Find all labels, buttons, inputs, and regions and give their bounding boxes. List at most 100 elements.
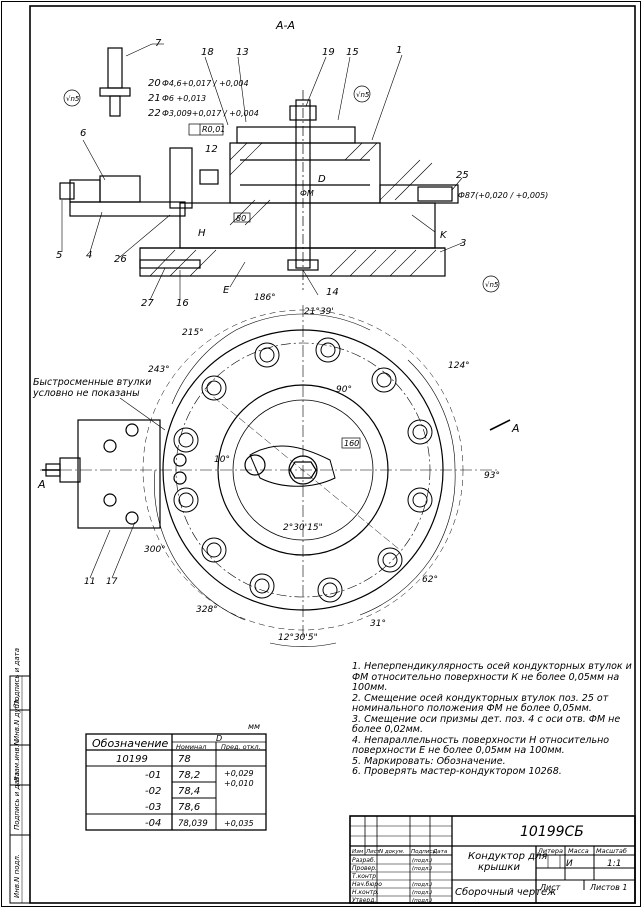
hdr-litera: Литера — [537, 847, 563, 855]
callout-3: 3 — [460, 238, 466, 249]
note-4: 4. Непараллельность поверхности Н относи… — [352, 734, 610, 756]
callout-H: H — [198, 228, 206, 239]
dev-group-lower: +0,010 — [224, 779, 254, 788]
section-mark-a-left: А — [37, 478, 46, 491]
callout-D: D — [318, 174, 326, 185]
podl-5: (подл.) — [412, 898, 432, 904]
plan-labels: 186° 21°39' 215° 243° 90° 124° 93° 62° 3… — [32, 293, 520, 643]
title-line-2: крышки — [478, 862, 520, 873]
hdr-list: Лист — [365, 849, 381, 855]
callout-26: 26 — [114, 254, 127, 265]
role-tkontr: Т.контр. — [352, 873, 378, 880]
stamp-inv-podl: Инв.N подл. — [13, 854, 21, 898]
callout-1: 1 — [396, 45, 402, 56]
callout-27: 27 — [141, 298, 154, 309]
row-des-3: -03 — [145, 802, 161, 813]
table-unit: мм — [248, 722, 260, 731]
callout-15: 15 — [346, 47, 359, 58]
angle-186: 186° — [254, 293, 276, 303]
callout-6: 6 — [80, 128, 86, 139]
hdr-massa: Масса — [568, 847, 589, 855]
callout-20: 20 — [148, 78, 161, 89]
stamp-inv-dubl: Инв.N дубл. — [13, 697, 21, 741]
side-stamp — [9, 675, 31, 904]
hdr-izm: Изм — [352, 849, 363, 855]
callout-18: 18 — [201, 47, 214, 58]
role-nkontr: Н.контр. — [352, 889, 379, 896]
section-mark-a-right: А — [511, 422, 520, 435]
title-line-1: Кондуктор для — [468, 851, 547, 862]
note-1: 1. Неперпендикулярность осей кондукторны… — [352, 661, 632, 693]
callout-22: 22 — [148, 108, 161, 119]
section-label: А-А — [275, 19, 295, 32]
row-nom-2: 78,4 — [178, 786, 200, 797]
title-block — [349, 815, 636, 904]
bushings-note-1: Быстросменные втулки — [33, 377, 151, 388]
podl-3: (подл.) — [412, 882, 432, 888]
drawing-code: 10199СБ — [520, 824, 584, 840]
role-utverd: Утверд. — [352, 897, 376, 904]
callout-19: 19 — [322, 47, 335, 58]
row-des-0: 10199 — [116, 754, 148, 765]
callout-E: E — [223, 285, 230, 296]
fit-fm: ФМ — [300, 189, 314, 198]
roughness-2: √n5 — [356, 91, 370, 99]
angle-12-30: 12°30'5" — [278, 633, 318, 643]
hdr-masshtab: Масштаб — [596, 847, 627, 855]
row-nom-1: 78,2 — [178, 770, 200, 781]
drawing-frame — [29, 5, 636, 904]
callout-13: 13 — [236, 47, 249, 58]
callout-17: 17 — [106, 577, 118, 587]
lit-value: И — [566, 859, 573, 869]
angle-328: 328° — [196, 605, 218, 615]
sheet-label: Лист — [539, 883, 561, 892]
dim-160: 160 — [344, 439, 359, 448]
callout-16: 16 — [176, 298, 189, 309]
podl-1: (подл.) — [412, 858, 432, 864]
role-razrab: Разраб. — [352, 857, 376, 864]
stamp-vzam: Взам.инв.N — [13, 739, 21, 781]
angle-93: 93° — [484, 471, 500, 481]
row-des-2: -02 — [145, 786, 161, 797]
row-nom-0: 78 — [178, 754, 191, 765]
dim-80: 80 — [236, 214, 246, 223]
roughness-3: √n5 — [485, 281, 499, 289]
sheets-count: Листов 1 — [589, 883, 628, 892]
tolerance-frame: R0,01 — [202, 125, 225, 134]
angle-300: 300° — [144, 545, 166, 555]
section-callouts: 7 18 13 19 15 1 20 21 22 Ф4,6+0,017 / +0… — [56, 38, 548, 309]
plan-view — [40, 305, 511, 647]
angle-215: 215° — [182, 328, 204, 338]
callout-25: 25 — [456, 170, 469, 181]
col-deviation: Пред. откл. — [221, 743, 261, 751]
callout-4: 4 — [86, 250, 92, 261]
angle-31: 31° — [370, 619, 386, 629]
size-table — [85, 733, 267, 831]
col-designation: Обозначение — [92, 737, 169, 750]
fit-22: Ф3,009+0,017 / +0,004 — [162, 109, 259, 118]
col-nominal: Номинал — [176, 743, 206, 751]
stamp-podpis-2: Подпись и дата — [13, 648, 21, 706]
row-nom-4: 78,039 — [178, 819, 208, 829]
title-block-text: 10199СБ Кондуктор для крышки Сборочный ч… — [352, 824, 628, 904]
row-des-1: -01 — [145, 770, 161, 781]
callout-11: 11 — [84, 577, 95, 587]
callout-21: 21 — [148, 93, 161, 104]
angle-243: 243° — [148, 365, 170, 375]
doc-type: Сборочный чертеж — [455, 886, 556, 898]
bushings-note-2: условно не показаны — [32, 388, 140, 399]
note-2: 2. Смещение осей кондукторных втулок поз… — [352, 692, 609, 714]
angle-21-39: 21°39' — [304, 307, 334, 317]
note-6: 6. Проверять мастер-кондуктором 10268. — [352, 766, 562, 777]
fit-20: Ф4,6+0,017 / +0,004 — [162, 79, 249, 88]
note-3: 3. Смещение оси призмы дет. поз. 4 с оси… — [352, 713, 621, 735]
callout-14: 14 — [326, 287, 339, 298]
fit-21: Ф6 +0,013 — [162, 94, 206, 103]
angle-124: 124° — [448, 361, 470, 371]
callout-7: 7 — [155, 38, 162, 49]
podl-2: (подл.) — [412, 866, 432, 872]
angle-10: 10° — [214, 455, 230, 465]
angle-2-30: 2°30'15" — [283, 523, 323, 533]
callout-12: 12 — [205, 144, 218, 155]
